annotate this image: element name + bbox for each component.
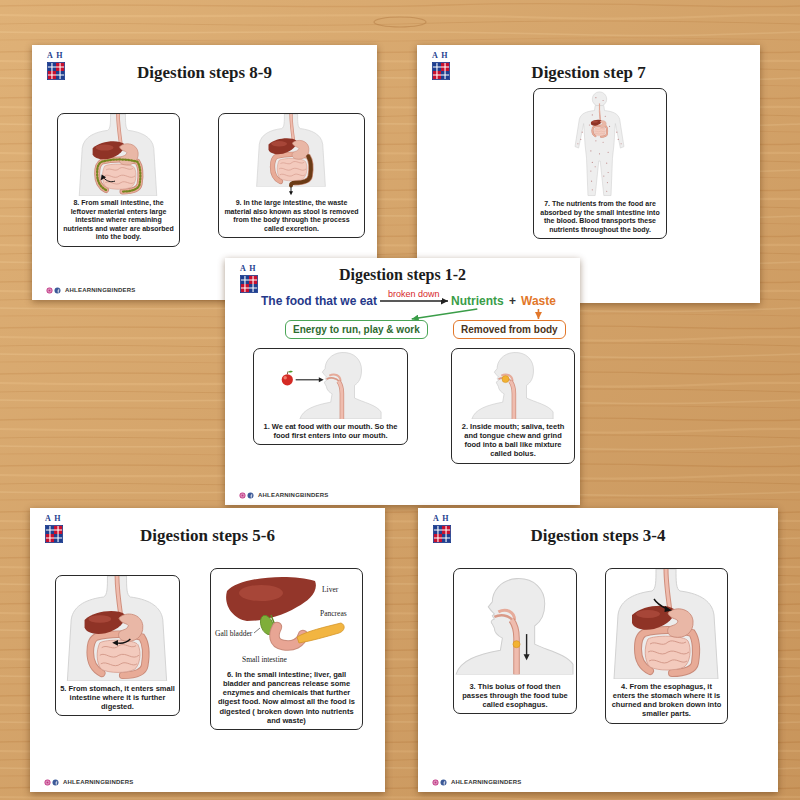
social-icons [239,492,255,499]
flow-term: Nutrients [451,294,504,308]
worksheet-card: Digestion steps 1-2AHLEARNINGBINDERS The … [225,258,580,505]
step-illustration [58,114,178,196]
logo-mark [47,62,65,80]
wood-knot [374,17,426,27]
organ-drawing [456,579,573,675]
social-icons [44,779,60,786]
organ-drawing [472,352,553,419]
step-panel: 9. In the large intestine, the waste mat… [218,113,365,238]
step-caption: 4. From the esophagus, it enters the sto… [606,679,727,723]
step-panel: 4. From the esophagus, it enters the sto… [605,568,728,724]
logo-flag [47,62,64,79]
card-title: Digestion steps 3-4 [418,526,778,546]
flow-arrow [538,309,540,319]
organ-drawing [282,352,381,419]
step-panel: 7. The nutrients from the food are absor… [533,88,667,239]
logo-text: A H [45,514,62,524]
step-caption: 9. In the large intestine, the waste mat… [219,196,364,237]
social-icons [46,287,62,294]
flow-word: Waste [521,294,556,308]
flow-term: The food that we eat [261,294,377,308]
flow-word: The food that we eat [261,294,377,308]
card-title: Digestion steps 5-6 [30,526,385,546]
outcome-box: Removed from body [453,320,566,339]
footer-brand: AHLEARNINGBINDERS [65,286,135,294]
logo-flag [433,525,450,542]
social-icon [45,779,59,785]
step-panel: 6. In the small intestine; liver, gall b… [210,568,363,730]
step-caption: 8. From small intestine, the leftover ma… [58,196,179,246]
part-label: Liver [321,585,339,594]
card-title: Digestion steps 8-9 [32,63,377,83]
organ-drawing [67,576,166,681]
flow-word: Nutrients [451,294,504,308]
logo-flag [432,62,449,79]
logo-text: A H [432,51,449,61]
flow-term: Waste [521,294,556,308]
step-caption: 2. Inside mouth; saliva, teeth and tongu… [452,419,574,463]
part-label: Pancreas [319,609,348,618]
part-label: Small intestine [241,655,288,664]
social-icon [433,779,447,785]
plus-sign: + [509,294,516,308]
part-label: Gall bladder [214,629,253,638]
social-icon [240,492,254,498]
organ-drawing [575,92,624,196]
outcome-box: Energy to run, play & work [285,320,428,339]
footer-brand: AHLEARNINGBINDERS [258,491,328,499]
step-illustration [211,569,361,667]
card-title: Digestion step 7 [417,63,760,83]
step-panel: 3. This bolus of food then passes throug… [453,568,577,714]
step-illustration [56,576,178,681]
organ-drawing [614,569,718,679]
footer-brand: AHLEARNINGBINDERS [451,778,521,786]
outcome-text: Energy to run, play & work [293,323,420,336]
social-icons [432,779,448,786]
step-illustration [219,114,363,196]
social-icon [47,287,61,293]
flow-arrow [380,300,448,302]
step-panel: 5. From stomach, it enters small intesti… [55,575,180,716]
flow-arrow [412,309,478,319]
worksheet-card: Digestion steps 3-4AHLEARNINGBINDERS 3. T… [418,508,778,792]
logo-flag [240,275,257,292]
logo-mark [433,525,451,543]
arrow-label: broken down [386,289,442,300]
worksheet-card: Digestion steps 5-6AHLEARNINGBINDERS 5. F… [30,508,385,792]
step-panel: 8. From small intestine, the leftover ma… [57,113,180,247]
step-caption: 6. In the small intestine; liver, gall b… [211,667,362,729]
step-illustration [606,569,726,679]
logo-text: A H [240,264,257,274]
logo-flag [45,525,62,542]
step-panel: 2. Inside mouth; saliva, teeth and tongu… [451,348,575,464]
footer-brand: AHLEARNINGBINDERS [63,778,133,786]
logo-mark [432,62,450,80]
step-caption: 5. From stomach, it enters small intesti… [56,681,179,715]
logo-text: A H [47,51,64,61]
outcome-text: Removed from body [461,323,558,336]
step-illustration [254,349,406,419]
step-caption: 1. We eat food with our mouth. So the fo… [254,419,407,444]
organ-drawing [79,114,157,196]
logo-mark [240,275,258,293]
step-caption: 3. This bolus of food then passes throug… [454,679,576,713]
step-illustration [534,89,665,197]
logo-text: A H [433,514,450,524]
organ-drawing [257,114,326,195]
step-panel: 1. We eat food with our mouth. So the fo… [253,348,408,445]
step-illustration [452,349,573,419]
step-caption: 7. The nutrients from the food are absor… [534,197,666,238]
logo-mark [45,525,63,543]
step-illustration [454,569,575,679]
card-title: Digestion steps 1-2 [225,266,580,284]
